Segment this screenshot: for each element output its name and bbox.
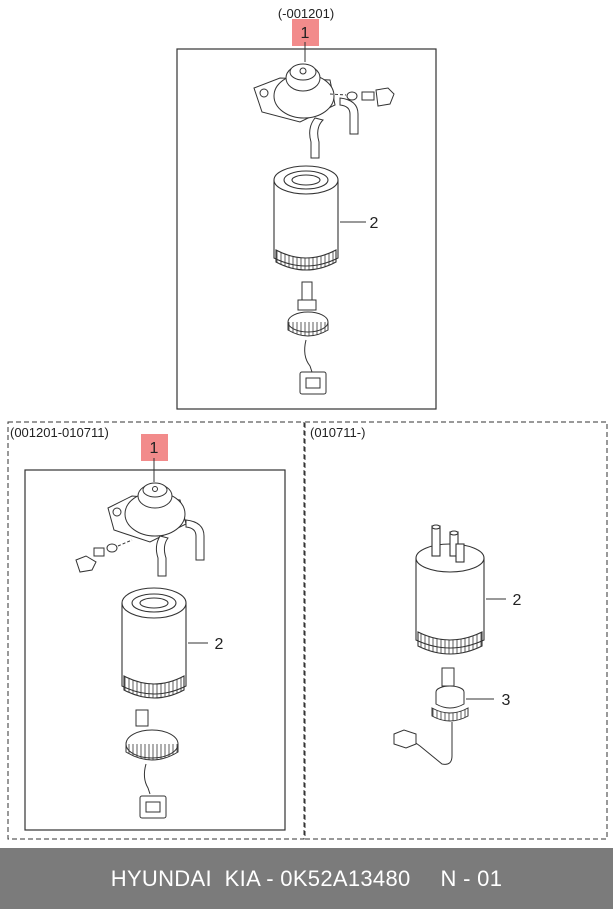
- footer-bar: HYUNDAI KIA - 0K52A13480 N - 01: [0, 848, 613, 909]
- bottom-left-dashed-frame: [7, 421, 305, 840]
- bottom-left-range-label: (001201-010711): [10, 425, 109, 440]
- footer-brand: HYUNDAI KIA - 0K52A13480: [110, 865, 411, 891]
- bottom-right-callout-2: 2: [513, 592, 522, 609]
- bottom-right-filter: [415, 524, 485, 655]
- bottom-right-callout-3: 3: [502, 692, 511, 709]
- bottom-right-range-label: (010711-): [310, 425, 365, 440]
- top-callout-1: 1: [301, 25, 310, 42]
- bottom-left-panel: (001201-010711) 1: [7, 421, 305, 840]
- bottom-right-water-sensor: [393, 667, 469, 765]
- bottom-left-water-sensor: [125, 709, 179, 819]
- bottom-left-filter-cartridge: [121, 587, 187, 699]
- bottom-left-frame: [24, 469, 286, 831]
- top-range-label: (-001201): [278, 6, 334, 21]
- parts-diagram: (-001201) 1: [7, 6, 608, 840]
- top-callout-1-highlight: [292, 19, 319, 46]
- bottom-left-filter-head: [107, 482, 205, 577]
- top-panel: (-001201) 1: [176, 6, 437, 410]
- top-callout-2: 2: [370, 215, 379, 232]
- bottom-left-callout-2: 2: [215, 636, 224, 653]
- top-filter-head: [253, 63, 359, 159]
- top-bleed-screw: [329, 87, 395, 107]
- footer-sheet: N - 01: [440, 865, 503, 891]
- bottom-right-panel: (010711-) 2 3: [304, 421, 608, 840]
- top-frame: [176, 48, 437, 410]
- top-water-sensor: [287, 281, 329, 395]
- bottom-left-callout-1-highlight: [141, 434, 168, 461]
- bottom-left-bleed-screw: [75, 539, 133, 573]
- top-filter-cartridge: [273, 165, 339, 271]
- bottom-left-callout-1: 1: [150, 440, 159, 457]
